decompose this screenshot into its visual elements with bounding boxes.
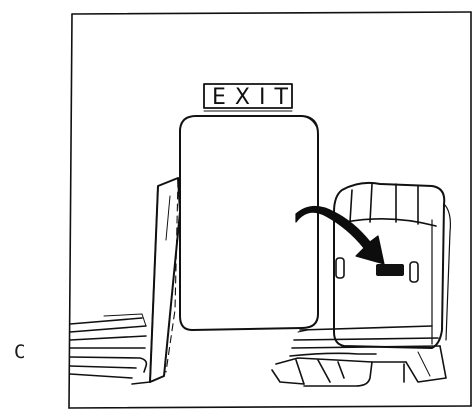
exit-sign-text: EXIT — [212, 85, 297, 110]
left-seat — [70, 178, 180, 384]
exit-sign: EXIT — [204, 84, 297, 111]
exit-door — [180, 116, 318, 332]
panel-letter: C — [14, 343, 25, 362]
